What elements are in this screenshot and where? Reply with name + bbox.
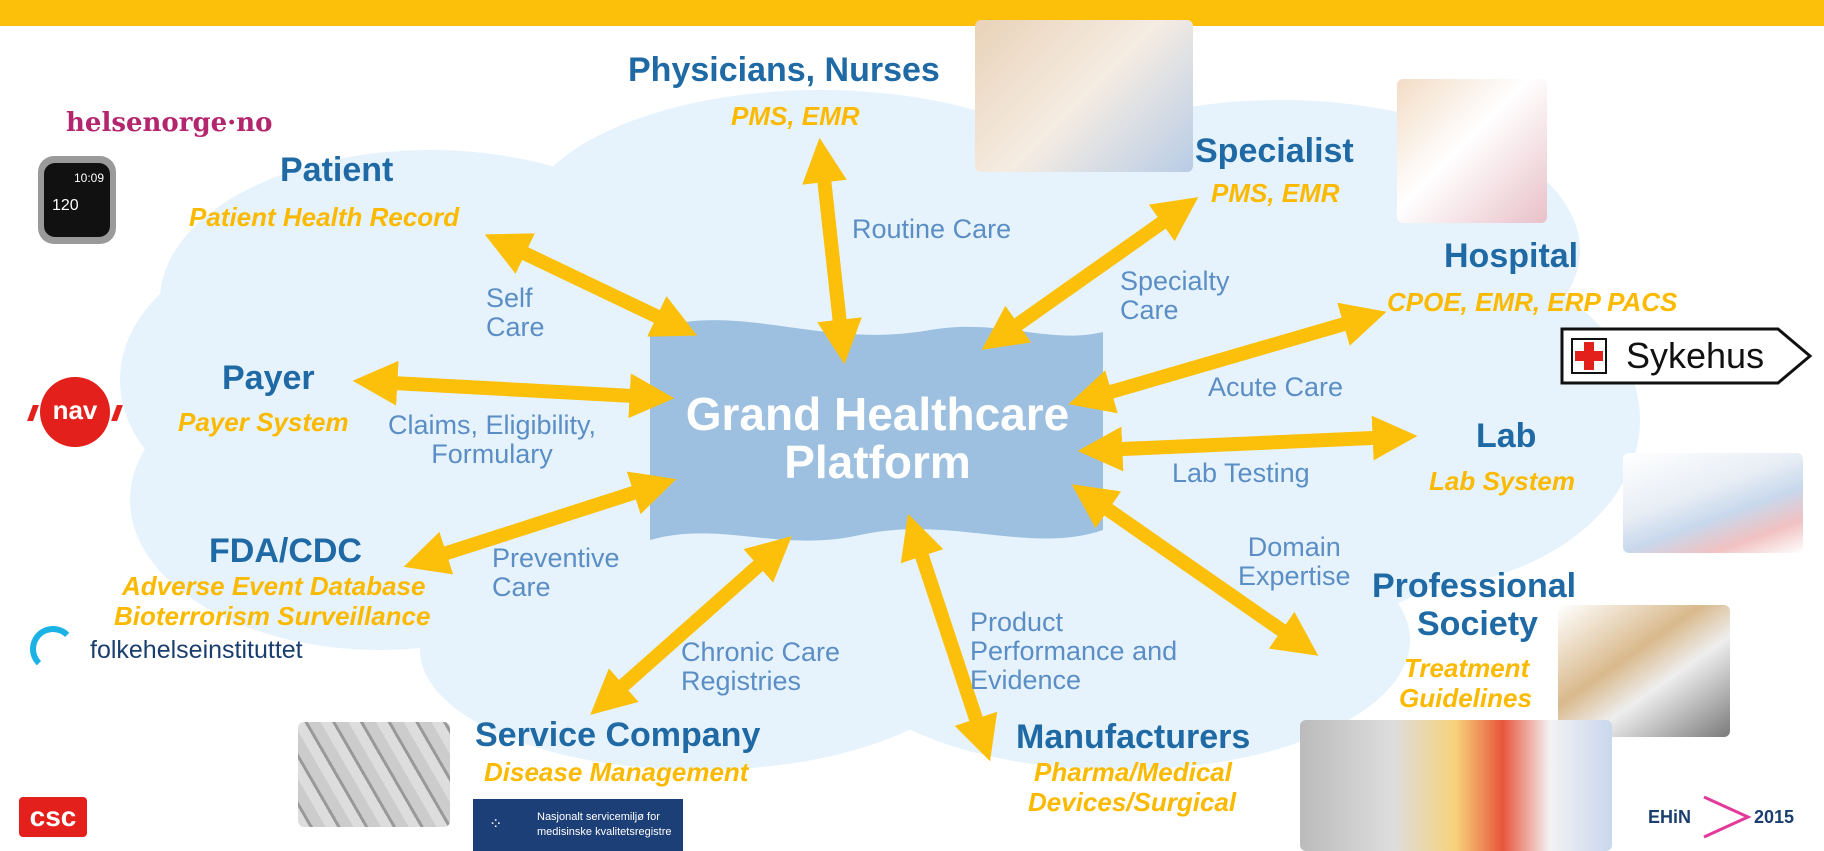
nasjonalt-logo: ⁘ Nasjonalt servicemiljø for medisinske …: [473, 799, 683, 851]
node-payer-title: Payer: [222, 359, 315, 397]
flow-claims: Claims, Eligibility, Formulary: [388, 410, 597, 470]
sykehus-label: Sykehus: [1626, 335, 1765, 376]
arrow-specialty-care: [981, 197, 1199, 350]
smartwatch-screen: 10:09 120: [44, 163, 110, 237]
flow-chronic-care: Chronic Care Registries: [681, 637, 841, 697]
stethoscope-clipboard-photo: [1558, 605, 1730, 737]
nav-logo: nav: [27, 377, 123, 447]
node-professional-sub1: Treatment: [1404, 653, 1530, 683]
ehin-chevron-icon: [1703, 795, 1752, 839]
node-lab-title: Lab: [1476, 417, 1537, 455]
smartwatch-image: 10:09 120: [38, 156, 116, 244]
arrows: [352, 137, 1418, 762]
ehin-logo: EHiN 2015: [1648, 795, 1798, 839]
node-patient-title: Patient: [280, 151, 394, 189]
platform-title: Grand Healthcare Platform: [650, 390, 1105, 487]
flow-preventive-care-line2: Care: [492, 572, 551, 603]
node-physicians-title: Physicians, Nurses: [628, 51, 940, 89]
flow-specialty-care-line1: Specialty: [1120, 266, 1230, 296]
nav-logo-circle: [40, 377, 110, 447]
flow-product-performance: Product Performance and Evidence: [970, 607, 1178, 696]
nasjonalt-line2: medisinske kvalitetsregistre: [537, 826, 672, 838]
node-professional-sub2: Guidelines: [1399, 683, 1532, 713]
folkehelse-text: folkehelseinstituttet: [90, 636, 303, 664]
node-fda-sub1: Adverse Event Database: [122, 571, 426, 601]
flow-product-performance-line2: Performance and: [970, 636, 1178, 667]
flow-claims-line1: Claims, Eligibility,: [388, 410, 597, 440]
platform-shape: [650, 320, 1103, 541]
flow-specialty-care: Specialty Care: [1120, 266, 1230, 326]
arrow-lab-testing: [1077, 415, 1418, 472]
folkehelse-swoosh-icon: [30, 626, 76, 672]
watch-time: 10:09: [73, 171, 104, 185]
node-service-sub: Disease Management: [484, 757, 749, 787]
csc-logo: csc: [19, 797, 87, 837]
flow-acute-care: Acute Care: [1208, 372, 1344, 402]
ehin-year: 2015: [1754, 807, 1795, 827]
node-fda-sub2: Bioterrorism Surveillance: [114, 601, 431, 631]
platform-title-line1: Grand Healthcare: [685, 388, 1070, 440]
flow-lab-testing: Lab Testing: [1172, 458, 1310, 488]
node-hospital-sub: CPOE, EMR, ERP PACS: [1387, 287, 1678, 317]
arrow-preventive-care: [403, 471, 677, 575]
node-professional-title2: Society: [1417, 605, 1538, 643]
arrow-self-care: [484, 233, 698, 337]
flow-chronic-care-line2: Registries: [681, 666, 802, 697]
flow-product-performance-line1: Product: [970, 607, 1064, 637]
doctor-child-photo: [975, 20, 1193, 172]
sykehus-sign-shape: [1560, 327, 1813, 385]
flow-specialty-care-line2: Care: [1120, 295, 1179, 326]
header-bar: [0, 0, 1824, 26]
watch-bpm: 120: [52, 197, 79, 214]
node-specialist-title: Specialist: [1195, 132, 1354, 170]
flow-self-care-line1: Self: [486, 283, 533, 313]
flow-self-care: Self Care: [486, 283, 545, 343]
wheelchair-pills-photo: [1300, 720, 1612, 851]
arrow-domain-expertise: [1071, 484, 1319, 656]
node-hospital-title: Hospital: [1444, 237, 1579, 275]
node-patient-sub: Patient Health Record: [189, 202, 460, 232]
node-specialist-sub: PMS, EMR: [1211, 178, 1340, 208]
node-payer-sub: Payer System: [178, 407, 349, 437]
virus-microscopy-image: [298, 722, 450, 827]
node-manufacturers-sub2: Devices/Surgical: [1028, 787, 1237, 817]
sykehus-sign: Sykehus: [1560, 327, 1813, 385]
flow-chronic-care-line1: Chronic Care: [681, 637, 841, 667]
folkehelse-logo: folkehelseinstituttet: [30, 620, 330, 680]
nasjonalt-line1: Nasjonalt servicemiljø for: [537, 811, 660, 823]
node-manufacturers-title: Manufacturers: [1016, 718, 1251, 756]
flow-routine-care: Routine Care: [852, 214, 1012, 244]
flow-claims-line2: Formulary: [431, 439, 553, 470]
node-manufacturers-sub1: Pharma/Medical: [1034, 757, 1232, 787]
helsenorge-logo: helsenorge·no: [66, 108, 273, 138]
test-tubes-photo: [1623, 453, 1803, 553]
flow-self-care-line2: Care: [486, 312, 545, 343]
nav-logo-text: nav: [52, 395, 98, 425]
specialist-photo: [1397, 79, 1547, 223]
arrow-claims: [352, 360, 675, 419]
ehin-text: EHiN: [1648, 807, 1692, 827]
arrow-product-performance: [900, 513, 998, 762]
flow-preventive-care: Preventive Care: [492, 543, 620, 603]
nasjonalt-dots-icon: ⁘: [489, 816, 503, 833]
arrow-routine-care: [802, 137, 862, 365]
node-service-title: Service Company: [475, 716, 761, 754]
flow-product-performance-line3: Evidence: [970, 665, 1082, 696]
node-professional-title1: Professional: [1372, 567, 1577, 605]
node-fda-title: FDA/CDC: [209, 532, 362, 570]
node-physicians-sub: PMS, EMR: [731, 101, 860, 131]
platform-title-line2: Platform: [784, 436, 971, 489]
flow-domain-expertise-line2: Expertise: [1238, 561, 1351, 592]
arrow-acute-care: [1068, 302, 1387, 414]
flow-domain-expertise-line1: Domain: [1247, 532, 1341, 562]
node-lab-sub: Lab System: [1429, 466, 1575, 496]
flow-preventive-care-line1: Preventive: [492, 543, 620, 573]
flow-domain-expertise: Domain Expertise: [1238, 532, 1351, 592]
arrow-chronic-care: [590, 536, 792, 715]
